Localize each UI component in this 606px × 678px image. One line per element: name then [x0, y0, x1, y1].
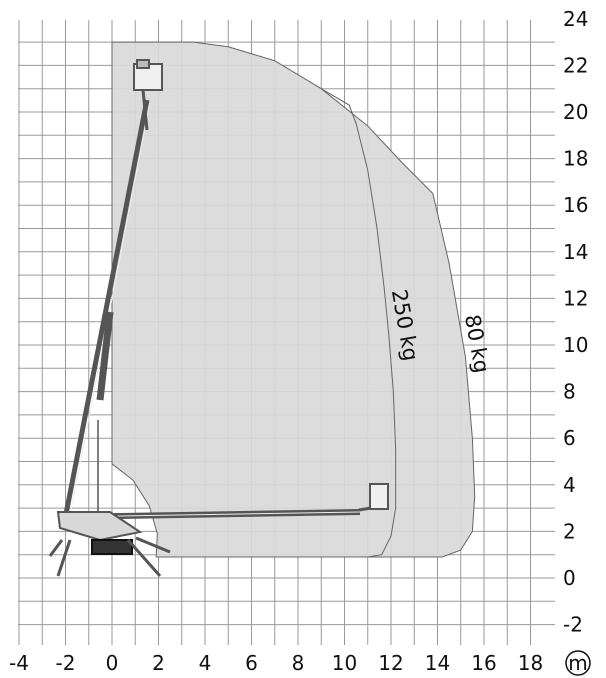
y-tick-label: 12 — [563, 286, 588, 310]
y-tick-label: 4 — [563, 473, 576, 497]
y-tick-label: 14 — [563, 240, 588, 264]
unit-marker: m — [565, 650, 591, 676]
x-tick-label: 12 — [378, 651, 403, 675]
x-tick-label: 6 — [245, 651, 258, 675]
y-tick-label: 10 — [563, 333, 588, 357]
y-tick-label: 6 — [563, 426, 576, 450]
x-axis-ticks: -4 -2 0 2 4 6 8 10 12 14 16 18 — [9, 651, 543, 675]
y-tick-label: 22 — [563, 53, 588, 77]
x-tick-label: 8 — [292, 651, 305, 675]
x-tick-label: -2 — [56, 651, 76, 675]
x-tick-label: 14 — [425, 651, 450, 675]
x-tick-label: 18 — [518, 651, 543, 675]
x-tick-label: 2 — [152, 651, 165, 675]
x-tick-label: 0 — [106, 651, 119, 675]
y-tick-label: 18 — [563, 147, 588, 171]
y-tick-label: 20 — [563, 100, 588, 124]
x-tick-label: 16 — [471, 651, 496, 675]
working-envelope-80kg — [111, 41, 476, 558]
x-tick-label: 10 — [332, 651, 357, 675]
unit-label: m — [568, 651, 587, 675]
y-tick-label: 24 — [563, 7, 588, 31]
load-zones — [111, 41, 476, 558]
y-tick-label: 2 — [563, 519, 576, 543]
x-tick-label: 4 — [199, 651, 212, 675]
y-tick-label: 0 — [563, 566, 576, 590]
crawler-crane-illustration — [48, 59, 389, 577]
x-tick-label: -4 — [9, 651, 29, 675]
y-tick-label: 16 — [563, 193, 588, 217]
working-envelope-250kg — [320, 88, 397, 558]
y-tick-label: 8 — [563, 380, 576, 404]
y-tick-label: -2 — [563, 613, 583, 637]
